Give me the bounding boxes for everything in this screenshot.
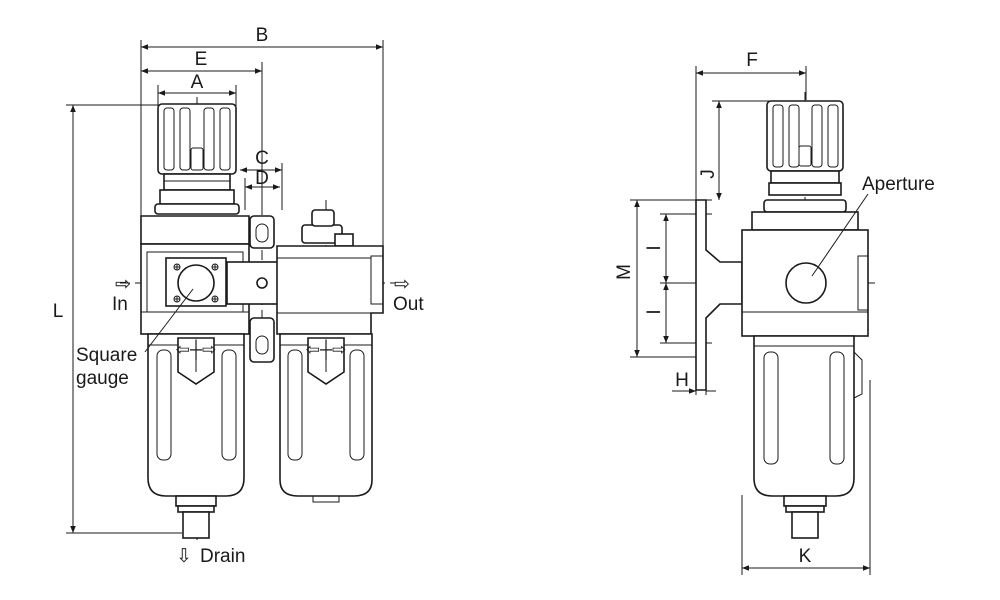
svg-text:⇦┼⇨: ⇦┼⇨ [306,339,347,361]
out-arrow-icon: ⇨ [394,274,410,295]
dim-C-label: C [255,148,269,169]
square-gauge-leader [144,288,194,353]
dim-E-label: E [195,49,208,70]
outlet-label: Out [393,294,424,315]
dim-H-label: H [675,370,689,391]
dim-I-bottom-label: I [644,309,665,314]
side-view [630,66,880,575]
side-regulator-knob [766,100,844,172]
dim-B-label: B [256,25,269,46]
lubricator-bowl [279,333,373,497]
inlet-label: In [112,294,128,315]
drain-valve [182,511,210,539]
dim-K-label: K [799,546,812,567]
svg-text:⇦┼⇨: ⇦┼⇨ [176,339,217,361]
dim-I-top-label: I [644,245,665,250]
dim-L-label: L [53,301,64,322]
square-gauge-label-line2: gauge [76,368,129,389]
dim-J-label: J [698,169,719,179]
mounting-bracket [695,199,743,391]
drain-arrow-icon: ⇩ [176,546,192,567]
drain-label: Drain [200,546,245,567]
aperture-label: Aperture [862,174,935,195]
dim-A-label: A [191,72,204,93]
square-gauge-label-line1: Square [76,345,137,366]
gauge-port [177,264,215,302]
regulator-knob [157,103,237,175]
side-filter-bowl [753,335,855,497]
in-arrow-icon: ⇨ [115,274,131,295]
aperture-port [785,262,827,304]
dim-D-label: D [255,168,269,189]
aperture-leader [811,193,869,277]
lubricator-body [276,245,384,335]
dim-M-label: M [614,264,635,280]
filter-bowl [147,333,245,497]
dim-F-label: F [746,50,758,71]
front-view: ⇦┼⇨ ⇦┼⇨ [66,40,395,540]
